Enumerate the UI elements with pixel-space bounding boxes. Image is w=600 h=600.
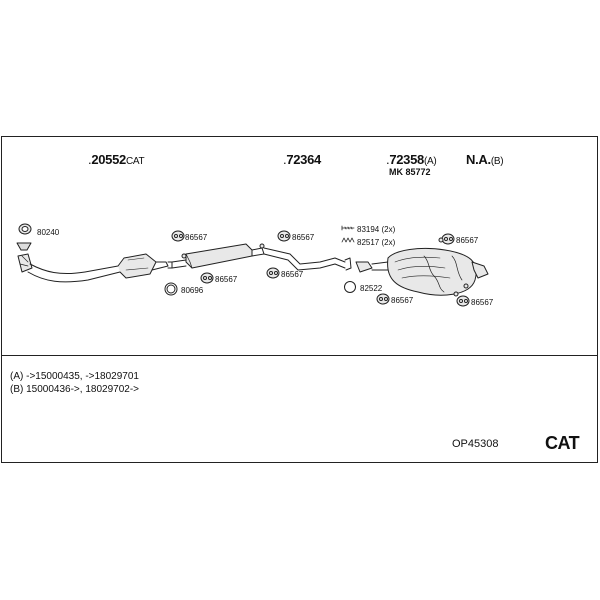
diagram-frame (1, 136, 598, 463)
small-part-86567-f: 86567 (391, 296, 414, 305)
hanger-icon-g (456, 295, 470, 307)
bolt-icon-83194 (341, 225, 355, 231)
hanger-nub-icon (259, 243, 265, 249)
small-part-86567-e: 86567 (456, 236, 479, 245)
small-part-83194: 83194 (2x) (357, 225, 396, 234)
note-b: (B) 15000436->, 18029702-> (10, 384, 139, 395)
small-part-80696: 80696 (181, 286, 204, 295)
hanger-nub-icon (453, 291, 459, 297)
hanger-icon-f (376, 293, 390, 305)
spring-icon-82517 (341, 237, 355, 243)
hanger-nub-icon (463, 283, 469, 289)
mounting-kit-label: MK 85772 (389, 167, 431, 177)
part-icons (16, 223, 470, 307)
part-label-na: N.A.(B) (466, 152, 504, 167)
hanger-icon-b (277, 230, 291, 242)
hanger-nub-icon (438, 237, 444, 243)
small-part-82517: 82517 (2x) (357, 238, 396, 247)
notes-divider (1, 355, 598, 356)
hanger-nub-icon (181, 253, 187, 259)
part-label-72358: .72358(A) (386, 152, 437, 167)
order-number: OP45308 (452, 438, 499, 450)
small-part-86567-c: 86567 (215, 275, 238, 284)
small-part-86567-g: 86567 (471, 298, 494, 307)
clamp-ring-icon-80696 (164, 282, 178, 296)
category-label: CAT (545, 433, 580, 453)
rear-silencer-drawing (355, 247, 489, 296)
small-part-86567-d: 86567 (281, 270, 304, 279)
small-part-86567-b: 86567 (292, 233, 315, 242)
small-part-82522: 82522 (360, 284, 383, 293)
note-a: (A) ->15000435, ->18029701 (10, 371, 139, 382)
middle-silencer-drawing (171, 243, 352, 271)
part-label-20552: .20552CAT (88, 152, 145, 167)
gasket-ring-icon-82522 (344, 281, 356, 293)
catalytic-converter-drawing (17, 253, 173, 283)
part-label-72364: .72364 (283, 152, 321, 167)
hanger-icon-d (266, 267, 280, 279)
hanger-icon-a (171, 230, 185, 242)
hanger-icon-c (200, 272, 214, 284)
small-part-80240: 80240 (37, 228, 60, 237)
gasket-icon-80240 (16, 223, 32, 251)
hanger-icon-e (441, 233, 455, 245)
small-part-86567-a: 86567 (185, 233, 208, 242)
